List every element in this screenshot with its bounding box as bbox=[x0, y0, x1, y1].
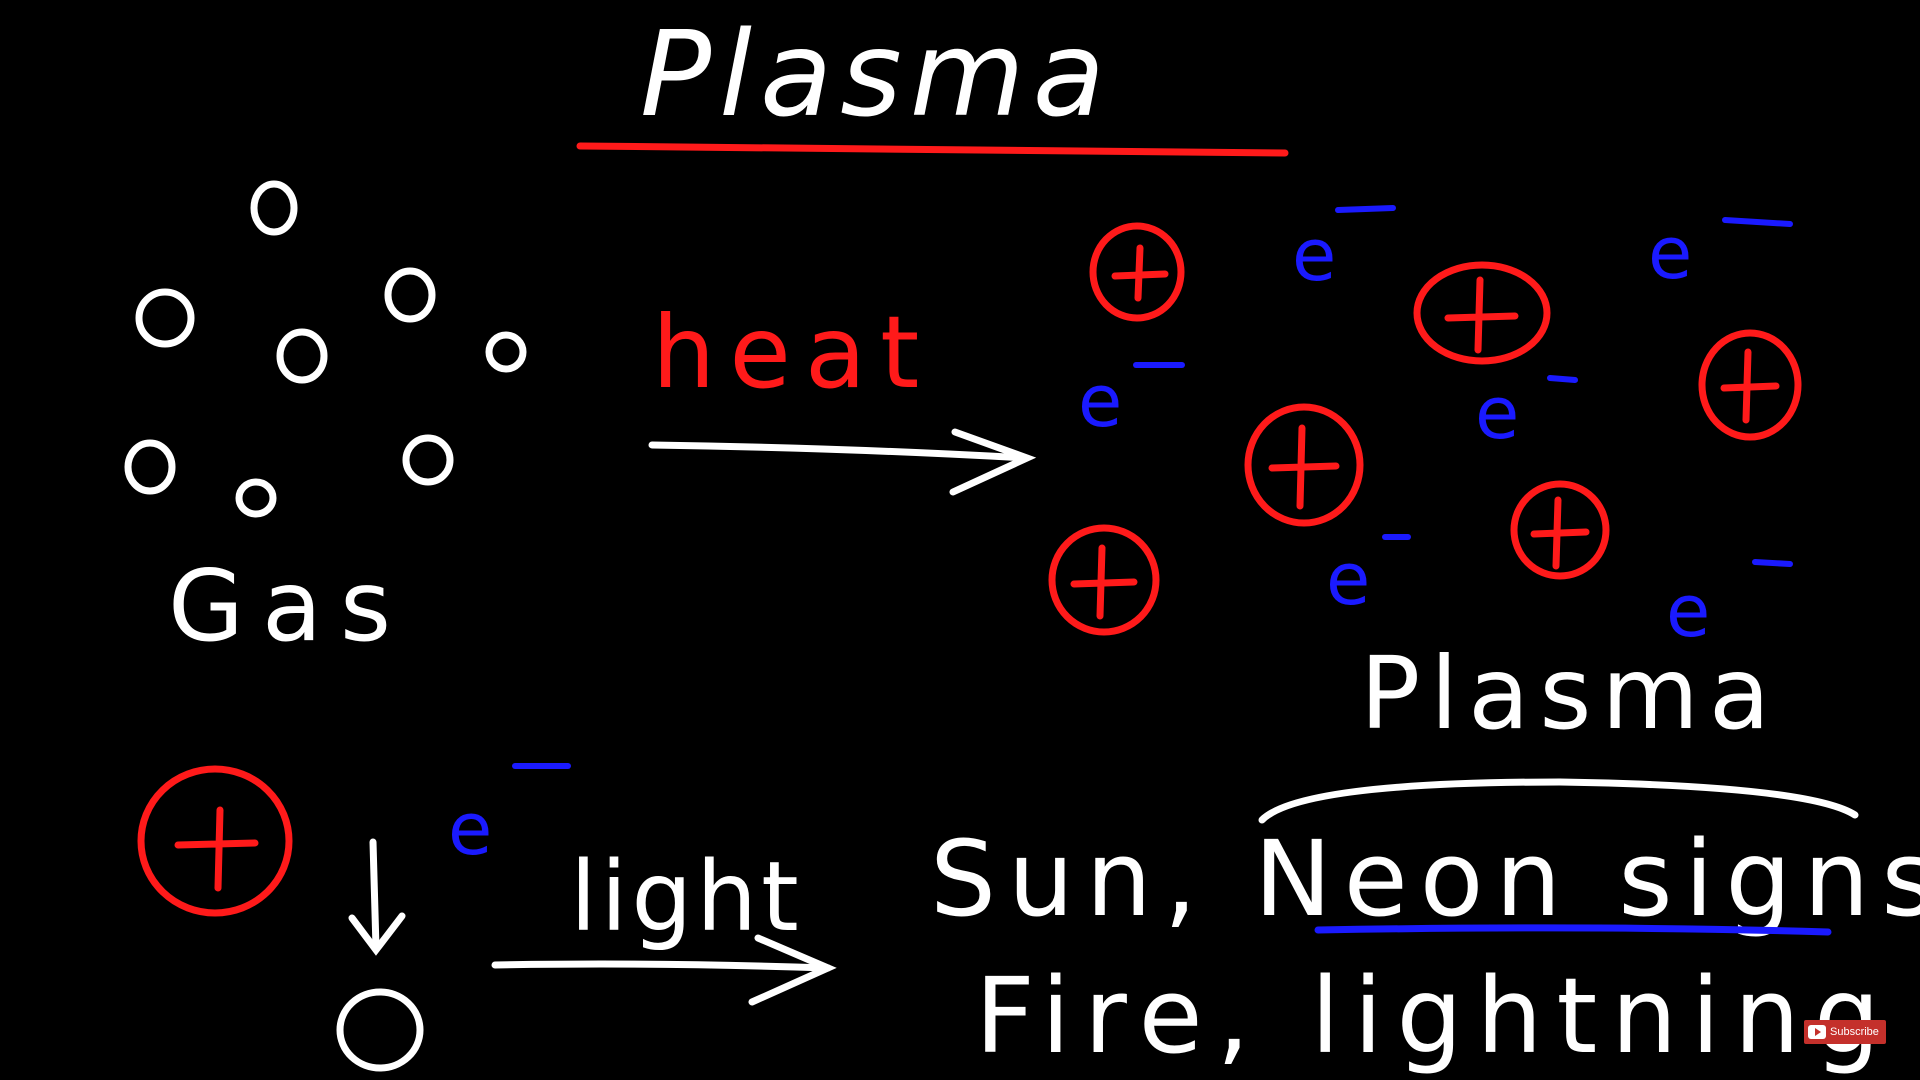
positive-ion bbox=[1510, 480, 1610, 580]
subscribe-button[interactable]: Subscribe bbox=[1804, 1020, 1886, 1044]
electron: e bbox=[1648, 211, 1793, 295]
gas-particle bbox=[135, 288, 195, 348]
gas-particle bbox=[124, 439, 176, 495]
electron: e bbox=[1326, 534, 1411, 621]
electron: e bbox=[1475, 371, 1578, 455]
svg-text:e: e bbox=[448, 787, 492, 871]
examples-bracket bbox=[1258, 778, 1859, 824]
svg-text:e: e bbox=[1078, 359, 1122, 443]
light-label: light bbox=[570, 841, 803, 953]
svg-text:e: e bbox=[1666, 569, 1710, 653]
gas-particle bbox=[384, 267, 436, 323]
down-arrow bbox=[348, 838, 406, 956]
youtube-play-icon bbox=[1808, 1025, 1826, 1039]
positive-ion bbox=[1048, 524, 1160, 636]
positive-ions bbox=[1048, 222, 1802, 636]
subscribe-label: Subscribe bbox=[1830, 1026, 1879, 1038]
gas-particles bbox=[124, 180, 527, 518]
gas-label: Gas bbox=[168, 550, 409, 664]
svg-text:e: e bbox=[1326, 537, 1370, 621]
examples-line-1: Sun, Neon signs, bbox=[930, 818, 1920, 940]
light-arrow bbox=[491, 934, 837, 1006]
svg-text:e: e bbox=[1292, 213, 1336, 297]
positive-ion bbox=[1698, 329, 1802, 441]
electron: e bbox=[1666, 559, 1793, 653]
gas-particle bbox=[235, 478, 277, 518]
neutral-atom bbox=[336, 988, 424, 1072]
positive-ion bbox=[1244, 403, 1364, 527]
heat-arrow bbox=[648, 428, 1037, 496]
heat-label: heat bbox=[652, 294, 933, 411]
gas-particle bbox=[402, 434, 454, 486]
neon-signs-underline bbox=[1314, 924, 1832, 936]
svg-text:e: e bbox=[1475, 371, 1519, 455]
diagram-title: Plasma bbox=[640, 5, 1113, 143]
gas-particle bbox=[276, 328, 328, 384]
positive-ion bbox=[1089, 222, 1185, 322]
gas-particle bbox=[485, 331, 527, 373]
electrons: e e e e e e bbox=[1078, 205, 1793, 653]
title-underline bbox=[576, 142, 1289, 157]
gas-particle bbox=[250, 180, 298, 236]
svg-text:e: e bbox=[1648, 211, 1692, 295]
electron: e bbox=[1078, 359, 1185, 443]
positive-ion bbox=[1413, 261, 1551, 365]
recombining-ion bbox=[137, 765, 293, 917]
examples-line-2: Fire, lightning bbox=[975, 955, 1894, 1077]
electron: e bbox=[1292, 205, 1396, 297]
recombining-electron: e bbox=[448, 763, 571, 871]
plasma-label: Plasma bbox=[1360, 635, 1780, 752]
